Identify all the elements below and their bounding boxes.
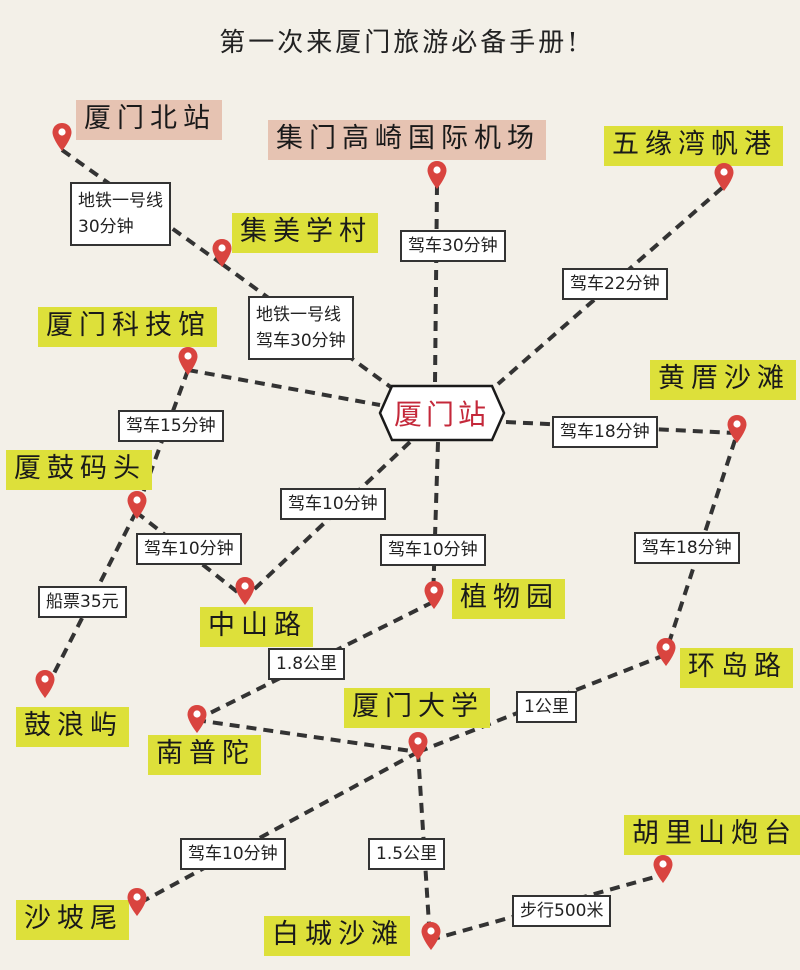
place-hulishan-fort[interactable]: 胡里山炮台 — [624, 815, 800, 855]
map-pin-icon[interactable] — [177, 346, 199, 376]
place-xiamen-university[interactable]: 厦门大学 — [344, 688, 490, 728]
map-pin-icon[interactable] — [34, 669, 56, 699]
edge-xmu-huandao: 1公里 — [516, 691, 577, 723]
edge-north-jimei: 地铁一号线 30分钟 — [70, 182, 171, 246]
edge-hub-huangcuo: 驾车18分钟 — [552, 416, 658, 448]
edge-airport-hub: 驾车30分钟 — [400, 230, 506, 262]
edge-science-xiagu: 驾车15分钟 — [118, 410, 224, 442]
place-science-museum[interactable]: 厦门科技馆 — [38, 307, 217, 347]
map-pin-icon[interactable] — [126, 887, 148, 917]
map-pin-icon[interactable] — [211, 238, 233, 268]
edge-hub-botanical: 驾车10分钟 — [380, 534, 486, 566]
map-pin-icon[interactable] — [186, 704, 208, 734]
edge-xmu-shapowei: 驾车10分钟 — [180, 838, 286, 870]
edge-xmu-baicheng: 1.5公里 — [368, 838, 446, 870]
place-jimei[interactable]: 集美学村 — [232, 213, 378, 253]
place-botanical-garden[interactable]: 植物园 — [452, 579, 565, 619]
edge-wuyuan-hub: 驾车22分钟 — [562, 268, 668, 300]
map-pin-icon[interactable] — [234, 576, 256, 606]
place-xiagu-pier[interactable]: 厦鼓码头 — [6, 450, 152, 490]
place-baicheng-beach[interactable]: 白城沙滩 — [264, 916, 410, 956]
map-pin-icon[interactable] — [426, 160, 448, 190]
map-pin-icon[interactable] — [713, 162, 735, 192]
place-xiamen-north[interactable]: 厦门北站 — [76, 100, 222, 140]
edge-huangcuo-huandao: 驾车18分钟 — [634, 532, 740, 564]
edge-xiagu-gulangyu: 船票35元 — [38, 586, 127, 618]
place-huangcuo-beach[interactable]: 黄厝沙滩 — [650, 360, 796, 400]
map-pin-icon[interactable] — [51, 122, 73, 152]
map-pin-icon[interactable] — [126, 490, 148, 520]
edge-hub-zhongshan: 驾车10分钟 — [280, 488, 386, 520]
map-pin-icon[interactable] — [652, 854, 674, 884]
edge-line1: 地铁一号线 — [256, 305, 341, 325]
map-pin-icon[interactable] — [655, 637, 677, 667]
hexagon-shape — [378, 384, 506, 442]
place-zhongshan-road[interactable]: 中山路 — [200, 607, 313, 647]
map-pin-icon[interactable] — [407, 731, 429, 761]
edge-baicheng-hulishan: 步行500米 — [512, 895, 612, 927]
edge-botanical-nanputuo: 1.8公里 — [268, 648, 346, 680]
map-pin-icon[interactable] — [726, 414, 748, 444]
hub-xiamen-station[interactable]: 厦门站 — [378, 384, 506, 442]
edge-line2: 驾车30分钟 — [256, 331, 346, 351]
map-pin-icon[interactable] — [423, 580, 445, 610]
edge-line1: 地铁一号线 — [78, 191, 163, 211]
place-huandao-road[interactable]: 环岛路 — [680, 648, 793, 688]
place-nanputuo[interactable]: 南普陀 — [148, 735, 261, 775]
page-title: 第一次来厦门旅游必备手册! — [219, 28, 581, 58]
edge-xiagu-zhongshan: 驾车10分钟 — [136, 533, 242, 565]
place-airport[interactable]: 集门高崎国际机场 — [268, 120, 546, 160]
place-gulangyu[interactable]: 鼓浪屿 — [16, 707, 129, 747]
place-shapowei[interactable]: 沙坡尾 — [16, 900, 129, 940]
place-wuyuan-bay[interactable]: 五缘湾帆港 — [604, 126, 783, 166]
map-pin-icon[interactable] — [420, 921, 442, 951]
edge-jimei-hub: 地铁一号线 驾车30分钟 — [248, 296, 354, 360]
hub-label: 厦门站 — [393, 398, 490, 431]
edge-line2: 30分钟 — [78, 217, 134, 237]
